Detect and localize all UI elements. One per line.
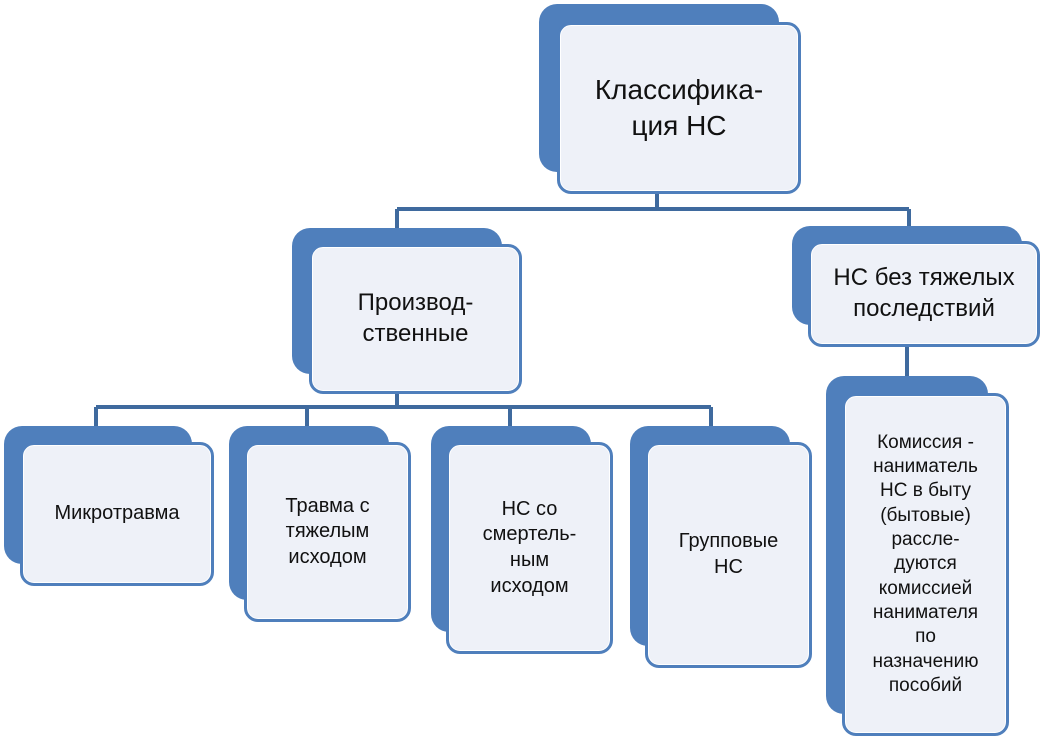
node-severe-box: Травма с тяжелым исходом: [244, 442, 411, 622]
node-microtrauma-box: Микротравма: [20, 442, 214, 586]
node-group-box: Групповые НС: [645, 442, 812, 668]
node-microtrauma: Микротравма: [4, 426, 214, 586]
node-minor-label: НС без тяжелых последствий: [833, 264, 1015, 322]
node-minor-box: НС без тяжелых последствий: [808, 241, 1040, 347]
node-fatal: НС со смертель- ным исходом: [431, 426, 613, 654]
node-minor: НС без тяжелых последствий: [792, 226, 1040, 348]
node-root-label: Классифика- ция НС: [594, 74, 764, 141]
node-root: Классифика- ция НС: [539, 4, 801, 194]
node-production: Производ- ственные: [292, 228, 522, 394]
node-root-box: Классифика- ция НС: [557, 22, 801, 194]
node-group-label: Групповые НС: [678, 530, 779, 578]
node-production-label: Производ- ственные: [357, 289, 474, 347]
node-commission-box: Комиссия - наниматель НС в быту (бытовые…: [842, 393, 1009, 736]
node-severe-label: Травма с тяжелым исходом: [285, 494, 370, 568]
node-group: Групповые НС: [630, 426, 812, 668]
node-commission: Комиссия - наниматель НС в быту (бытовые…: [826, 376, 1009, 736]
node-commission-label: Комиссия - наниматель НС в быту (бытовые…: [872, 431, 979, 696]
node-fatal-box: НС со смертель- ным исходом: [446, 442, 613, 654]
node-microtrauma-label: Микротравма: [54, 502, 180, 525]
node-fatal-label: НС со смертель- ным исходом: [482, 497, 577, 597]
node-production-box: Производ- ственные: [309, 244, 522, 394]
node-severe: Травма с тяжелым исходом: [229, 426, 411, 622]
